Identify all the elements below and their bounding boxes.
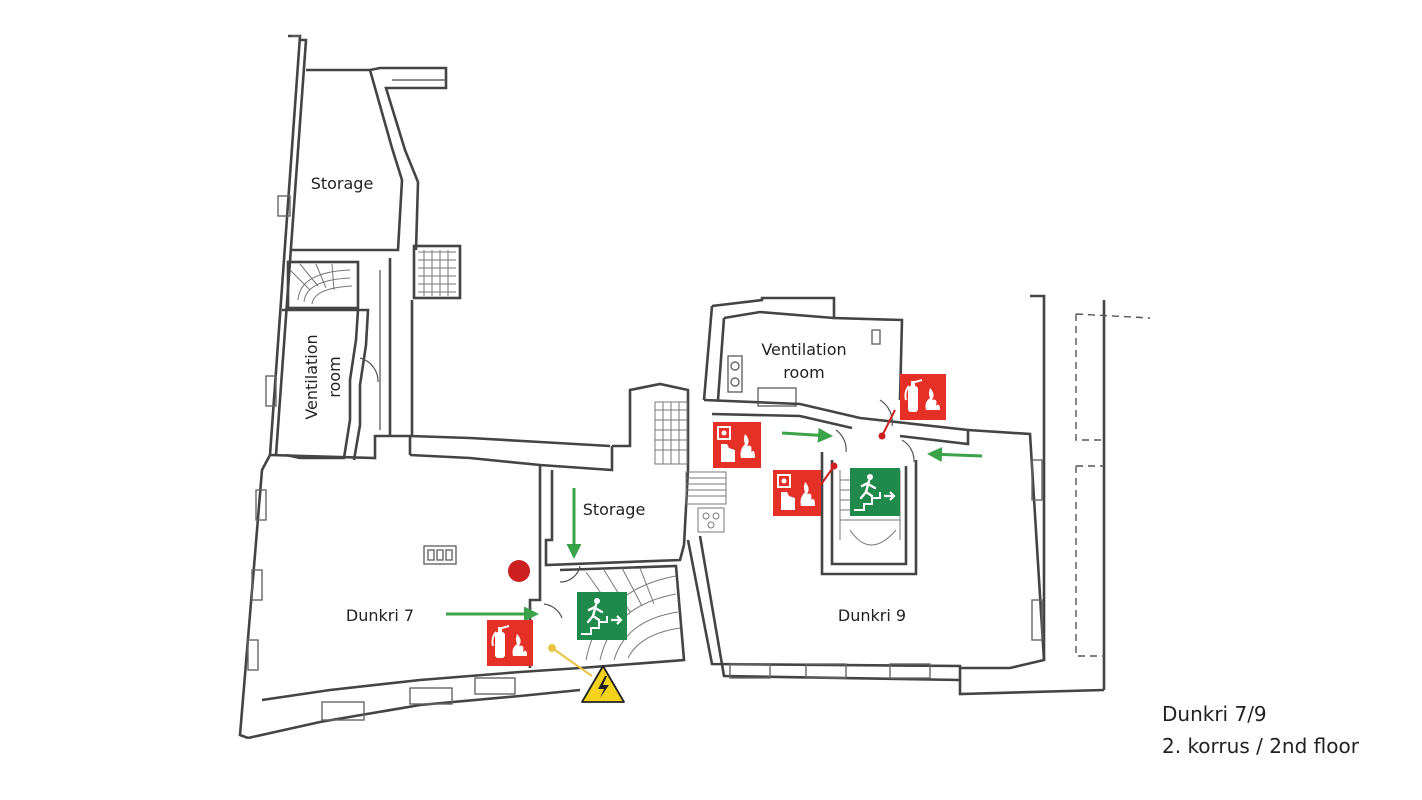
fire-extinguisher-icon xyxy=(900,374,946,420)
arrow-vent-right xyxy=(781,427,833,443)
fire-extinguisher-icon xyxy=(487,620,533,666)
arrow-dunkri9-left xyxy=(927,446,983,462)
room-label-storage-top: Storage xyxy=(310,174,374,193)
fire-alarm-call-point-icon xyxy=(773,470,821,516)
ventilation-right-line2: room xyxy=(783,363,825,382)
fire-alarm-call-point-icon xyxy=(713,422,761,468)
room-label-storage-middle: Storage xyxy=(582,500,646,519)
ventilation-left-line1: Ventilation xyxy=(302,334,321,420)
emergency-exit-stairs-icon xyxy=(577,592,627,640)
electrical-hazard-icon xyxy=(581,665,625,703)
room-label-dunkri7: Dunkri 7 xyxy=(345,606,415,625)
room-label-dunkri9: Dunkri 9 xyxy=(837,606,907,625)
ventilation-right-line1: Ventilation xyxy=(761,340,847,359)
dunkri9-walls xyxy=(686,294,1151,696)
emergency-exit-stairs-icon xyxy=(850,468,900,516)
evacuation-arrows xyxy=(446,427,983,622)
caption-floor: 2. korrus / 2nd floor xyxy=(1162,734,1359,758)
ventilation-left-line2: room xyxy=(325,356,344,398)
room-label-ventilation-right: Ventilation room xyxy=(744,338,864,384)
fire-alarm-marker xyxy=(508,560,530,582)
middle-walls xyxy=(528,382,727,670)
room-label-ventilation-left: Ventilation room xyxy=(300,322,346,432)
markers xyxy=(508,409,896,677)
caption-building: Dunkri 7/9 xyxy=(1162,702,1267,726)
floor-caption: Dunkri 7/9 2. korrus / 2nd floor xyxy=(1162,698,1359,762)
dunkri7-walls xyxy=(238,34,611,740)
